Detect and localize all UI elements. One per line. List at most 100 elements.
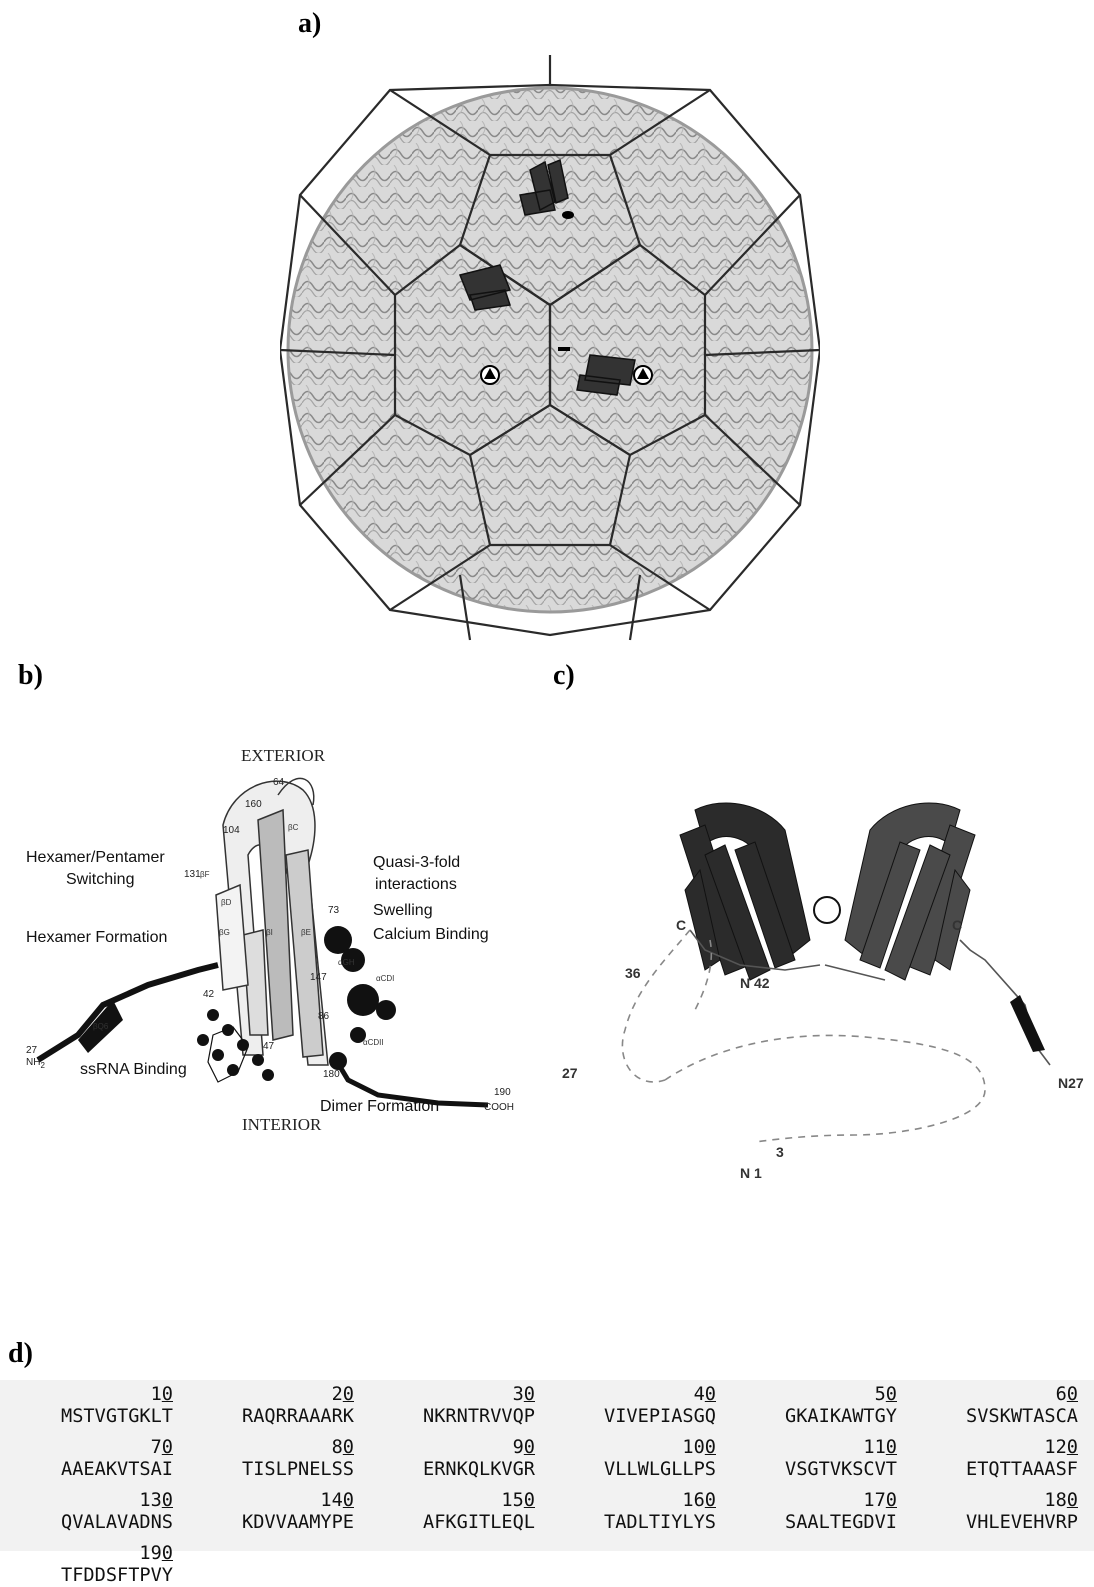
sequence-position: 160 — [551, 1490, 716, 1512]
sequence-position: 30 — [370, 1384, 535, 1406]
sequence-position: 190 — [8, 1543, 173, 1565]
label-ssrna-binding: ssRNA Binding — [80, 1061, 187, 1078]
strand-label: αCDI — [376, 974, 394, 983]
strand-label: βQ6 — [93, 1022, 109, 1031]
label-hexamer-pentamer-1: Hexamer/Pentamer — [26, 849, 165, 866]
label-hexamer-pentamer-2: Switching — [66, 871, 134, 888]
panel-label-b: b) — [18, 660, 43, 692]
n27-label: N27 — [1058, 1075, 1084, 1091]
residue-label: 64 — [273, 777, 285, 788]
dimer-ribbon-figure: C C 36 N 42 27 N27 3 N 1 — [555, 790, 1094, 1185]
sequence-position: 80 — [189, 1437, 354, 1459]
sequence-residues: KDVVAAMYPE — [189, 1512, 354, 1534]
residue-label: 86 — [318, 1011, 330, 1022]
sequence-residues: ETQTTAAASF — [913, 1459, 1078, 1481]
label-exterior: EXTERIOR — [241, 746, 326, 765]
sequence-position: 10 — [8, 1384, 173, 1406]
calcium-site — [324, 926, 396, 1043]
label-calcium-binding: Calcium Binding — [373, 926, 489, 943]
sequence-position: 20 — [189, 1384, 354, 1406]
sequence-position: 50 — [732, 1384, 897, 1406]
sequence-residues: RAQRRAAARK — [189, 1406, 354, 1428]
label-hexamer-formation: Hexamer Formation — [26, 929, 167, 946]
residue-label: 73 — [328, 905, 340, 916]
residue-label: 104 — [223, 825, 240, 836]
panel-label-a: a) — [298, 8, 321, 40]
sequence-position: 150 — [370, 1490, 535, 1512]
strand-label: αCDII — [363, 1038, 384, 1047]
sequence-residues: TFDDSFTPVY — [8, 1565, 173, 1587]
sequence-residues: VHLEVEHVRP — [913, 1512, 1078, 1534]
sequence-residues: VLLWLGLLPS — [551, 1459, 716, 1481]
residue-label: 42 — [203, 989, 215, 1000]
sequence-residues: VIVEPIASGQ — [551, 1406, 716, 1428]
beta-sandwich — [216, 778, 328, 1065]
sequence-position: 140 — [189, 1490, 354, 1512]
sequence-residues: TISLPNELSS — [189, 1459, 354, 1481]
residue-27-label: 27 — [562, 1065, 578, 1081]
subunit-ribbon-figure: EXTERIOR INTERIOR Hexamer/Pentamer Switc… — [18, 735, 538, 1145]
sequence-residues: SAALTEGDVI — [732, 1512, 897, 1534]
strand-label: αGH — [338, 958, 355, 967]
sequence-position: 40 — [551, 1384, 716, 1406]
sequence-residues: GKAIKAWTGY — [732, 1406, 897, 1428]
sequence-position: 100 — [551, 1437, 716, 1459]
strand-label: βI — [266, 928, 273, 937]
residue-label: 131 — [184, 869, 201, 880]
sequence-residues: ERNKQLKVGR — [370, 1459, 535, 1481]
cooh-label: COOH — [484, 1102, 514, 1113]
residue-label: 190 — [494, 1087, 511, 1098]
residue-label: 147 — [310, 972, 327, 983]
strand-label: βF — [200, 870, 210, 879]
sequence-position: 70 — [8, 1437, 173, 1459]
n27-arrow — [1010, 995, 1045, 1052]
sequence-block: 40VIVEPIASGQ — [551, 1384, 716, 1428]
strand-label: βG — [219, 928, 230, 937]
label-interior: INTERIOR — [242, 1115, 322, 1134]
sequence-residues: MSTVGTGKLT — [8, 1406, 173, 1428]
sequence-position: 120 — [913, 1437, 1078, 1459]
label-swelling: Swelling — [373, 902, 433, 919]
label-quasi-2: interactions — [375, 876, 457, 893]
n-terminal-arm — [38, 965, 218, 1060]
sequence-position: 170 — [732, 1490, 897, 1512]
residue-label: 180 — [323, 1069, 340, 1080]
residue-36-label: 36 — [625, 965, 641, 981]
sequence-residues: TADLTIYLYS — [551, 1512, 716, 1534]
sequence-residues: AAEAKVTSAI — [8, 1459, 173, 1481]
sequence-position: 90 — [370, 1437, 535, 1459]
residue-label: 47 — [263, 1041, 275, 1052]
capsid-figure — [280, 55, 820, 645]
sequence-residues: NKRNTRVVQP — [370, 1406, 535, 1428]
panel-label-c: c) — [553, 660, 575, 692]
sequence-residues: SVSKWTASCA — [913, 1406, 1078, 1428]
label-dimer-formation: Dimer Formation — [320, 1098, 439, 1115]
panel-label-d: d) — [8, 1338, 33, 1370]
dimer-right-subunit — [845, 803, 975, 980]
strand-label: βE — [301, 928, 311, 937]
n42-label: N 42 — [740, 975, 770, 991]
strand-label: βD — [221, 898, 232, 907]
sequence-position: 110 — [732, 1437, 897, 1459]
residue-label: 27 — [26, 1045, 38, 1056]
residue-3-label: 3 — [776, 1144, 784, 1160]
c-terminus-label-right: C — [952, 917, 962, 933]
sequence-position: 130 — [8, 1490, 173, 1512]
